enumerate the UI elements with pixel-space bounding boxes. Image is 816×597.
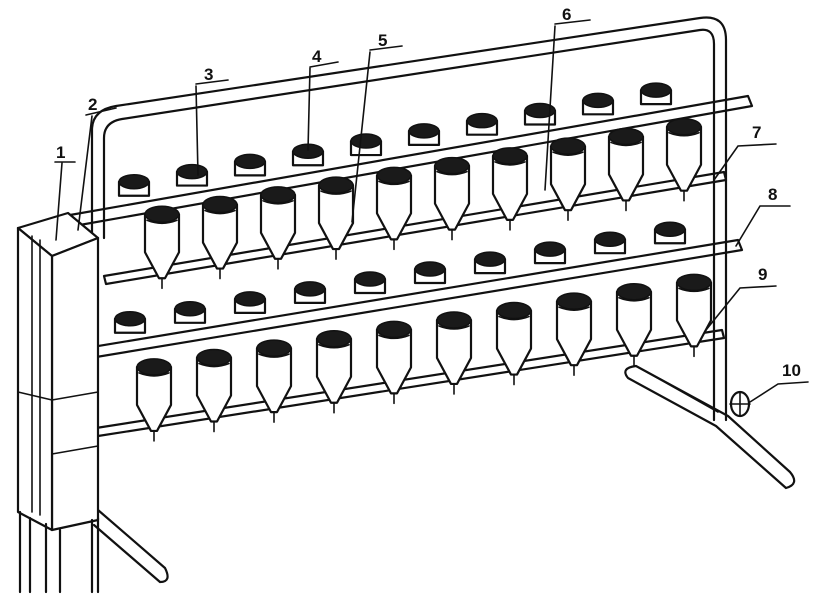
label-4: 4 (312, 47, 322, 66)
label-9: 9 (758, 265, 767, 284)
upper-back-bottle (465, 112, 499, 136)
upper-front-bottle (607, 127, 645, 212)
leader-lines (54, 19, 809, 403)
upper-front-bottle (549, 137, 587, 221)
upper-front-bottle (317, 176, 355, 260)
upper-back-bottle (523, 102, 557, 126)
lower-back-bottle (173, 301, 207, 324)
lower-back-bottle (413, 261, 447, 285)
lower-front-bottle (435, 311, 473, 395)
upper-back-bottle (639, 82, 673, 106)
lower-front-bottle (135, 358, 173, 442)
upper-front-bottle (491, 147, 529, 231)
lower-front-bottle (315, 329, 353, 414)
stand-legs (18, 510, 100, 594)
upper-front-bottle (665, 117, 703, 202)
upper-front-bottle (259, 186, 297, 270)
lower-front-bottle (555, 292, 593, 376)
lower-back-bottle (473, 251, 507, 275)
lower-front-bottle (675, 273, 713, 358)
upper-back-bottle (291, 143, 325, 167)
callout-labels: 1 2 3 4 5 6 7 8 9 10 (56, 5, 801, 380)
label-2: 2 (88, 95, 97, 114)
label-10: 10 (782, 361, 801, 380)
label-6: 6 (562, 5, 571, 24)
upper-back-bottle (117, 174, 151, 197)
label-8: 8 (768, 185, 777, 204)
upper-back-bottle (581, 92, 615, 116)
lower-front-bottle (495, 301, 533, 386)
upper-back-bottle (407, 123, 441, 146)
front-foot (92, 508, 169, 584)
valve (729, 390, 751, 418)
tube-frame (90, 16, 728, 422)
label-5: 5 (378, 31, 387, 50)
lower-back-bottle (293, 281, 327, 305)
bottle-group (113, 82, 713, 442)
label-1: 1 (56, 143, 65, 162)
lower-front-bottle (255, 339, 293, 423)
lower-back-bottle (353, 271, 387, 295)
lower-front-bottle (375, 320, 413, 405)
label-7: 7 (752, 123, 761, 142)
lower-front-bottle (195, 348, 233, 433)
upper-front-bottle (143, 205, 181, 290)
lower-back-bottle (233, 291, 267, 314)
label-3: 3 (204, 65, 213, 84)
upper-front-bottle (201, 195, 239, 280)
lower-back-bottle (593, 231, 627, 255)
lower-front-bottle (615, 283, 653, 367)
lower-back-bottle (533, 241, 567, 265)
upper-back-bottle (233, 153, 267, 177)
control-box (16, 211, 100, 532)
lower-back-bottle (113, 310, 147, 334)
upper-front-bottle (433, 156, 471, 241)
back-foot (624, 364, 796, 490)
upper-front-bottle (375, 166, 413, 251)
upper-back-bottle (349, 133, 383, 157)
lower-back-bottle (653, 221, 687, 245)
upper-back-bottle (175, 163, 209, 187)
